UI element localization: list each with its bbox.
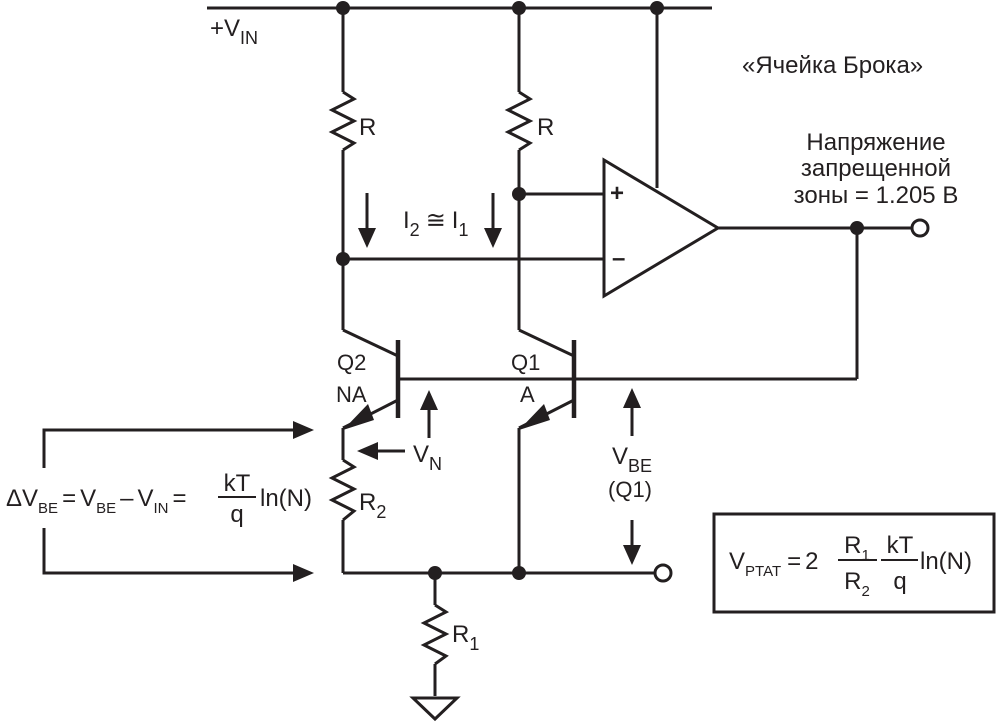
vn-arrow-head: [357, 442, 378, 460]
output-label-line3: зоны = 1.205 В: [794, 182, 959, 209]
q1-emitter-arrow: [519, 404, 550, 430]
ptat-box-border: [712, 512, 996, 614]
ptat-r2: R2: [844, 568, 870, 600]
delta-bracket-top: [42, 428, 296, 468]
ptat-r1: R1: [844, 532, 870, 564]
ptat-kt: kT: [887, 532, 914, 559]
ptat-ln: ln(N): [920, 548, 972, 575]
base-up-arrow-head: [420, 390, 438, 410]
output-label-line1: Напряжение: [806, 129, 945, 156]
output-label-line2: запрещенной: [801, 155, 951, 182]
delta-arrow-top: [293, 421, 314, 439]
opamp-minus-sign: –: [612, 245, 625, 272]
ptat-formula-box: VPTAT=2 R1 R2 kT q ln(N): [712, 512, 996, 614]
q2-area: NA: [336, 382, 367, 407]
vbe-down-arrow-head: [623, 545, 641, 565]
resistor-r1: [420, 603, 450, 666]
resistor-r2-label: R2: [359, 489, 386, 522]
resistor-r1-label: R1: [452, 621, 479, 654]
vn-label: VN: [413, 441, 442, 474]
arrow-i2-head: [358, 228, 376, 248]
opamp-plus-sign: +: [610, 180, 624, 207]
ptat-formula-left: VPTAT=2: [729, 548, 819, 580]
delta-formula-den: q: [230, 501, 243, 528]
vbe-note: (Q1): [608, 477, 652, 502]
q1-collector-lead: [518, 328, 575, 358]
ground-symbol: [409, 696, 461, 722]
delta-formula-left: ΔVBE=VBE–VIN=: [6, 485, 187, 517]
delta-arrow-bottom: [293, 564, 314, 582]
bottom-node-q1: [512, 566, 526, 580]
delta-formula-ln: ln(N): [260, 485, 312, 512]
vbe-terminal: [653, 563, 673, 583]
vbe-label: VBE: [612, 443, 652, 476]
arrow-i1-head: [484, 228, 502, 248]
vbe-up-arrow-head: [623, 388, 641, 408]
delta-vbe-formula: ΔVBE=VBE–VIN= kT q ln(N): [6, 470, 312, 528]
diagram-title: «Ячейка Брока»: [742, 52, 923, 79]
output-terminal: [910, 218, 930, 238]
delta-formula-num: kT: [224, 470, 251, 497]
resistor-r-right-label: R: [537, 114, 554, 141]
q1-name: Q1: [511, 350, 540, 375]
q2-collector-lead: [342, 328, 399, 358]
ptat-q: q: [893, 568, 906, 595]
q2-emitter-arrow: [343, 404, 374, 430]
supply-label: +VIN: [210, 15, 258, 48]
opamp-triangle: [602, 157, 721, 299]
resistor-r-left-label: R: [359, 114, 376, 141]
current-ratio-label: I2≅I1: [403, 207, 468, 240]
resistor-r-right: [504, 90, 534, 152]
resistor-r-left: [328, 90, 358, 152]
q2-name: Q2: [337, 350, 366, 375]
resistor-r2: [328, 458, 358, 522]
q1-area: A: [520, 382, 535, 407]
delta-bracket-bottom: [42, 528, 296, 575]
